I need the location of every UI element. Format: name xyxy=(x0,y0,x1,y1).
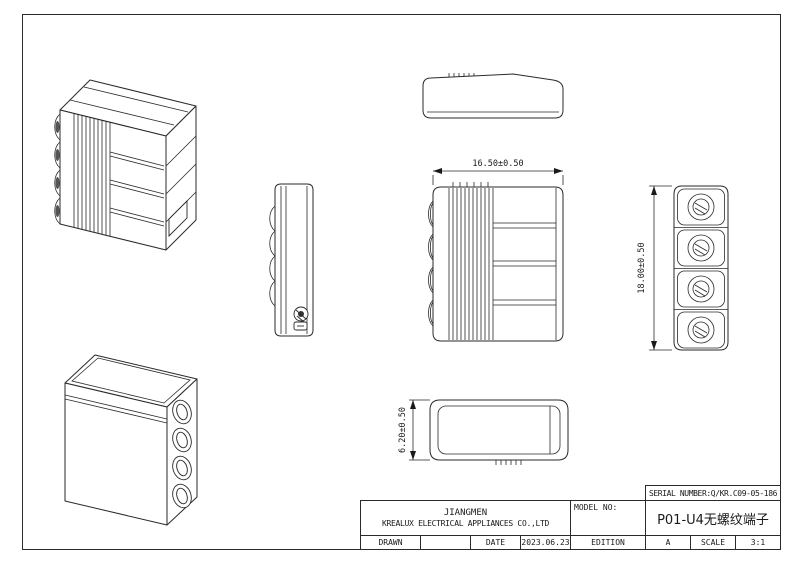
serial-number-text: SERIAL NUMBER:Q/KR.C09-05-186 xyxy=(648,488,778,498)
model-no-label: MODEL NO: xyxy=(574,503,618,512)
model-no-label-cell: MODEL NO: xyxy=(570,500,646,536)
topview-outline xyxy=(422,73,564,119)
frontview-rib-stripes xyxy=(452,188,490,340)
sideview-outline xyxy=(274,183,314,337)
date-label-cell: DATE xyxy=(470,535,521,550)
edition-value-cell: A xyxy=(645,535,691,550)
frontview-band-edges xyxy=(448,188,494,340)
iso2-top-face-inset xyxy=(71,357,191,404)
frontview-section-lines xyxy=(493,222,556,306)
date-value: 2023.06.23 xyxy=(521,538,570,547)
iso-view-front-top xyxy=(54,79,197,251)
right-view: 18.00±0.50 xyxy=(637,185,729,351)
date-value-cell: 2023.06.23 xyxy=(520,535,571,550)
iso2-wire-holes xyxy=(172,399,192,509)
scale-label: SCALE xyxy=(700,538,726,547)
bottomview-dimension xyxy=(409,399,430,461)
scale-value: 3:1 xyxy=(750,538,766,547)
bottomview-inner xyxy=(437,405,561,455)
title-block: SERIAL NUMBER:Q/KR.C09-05-186 JIANGMEN K… xyxy=(360,485,781,550)
dim-bottom-depth: 6.20±0.50 xyxy=(398,407,408,453)
bottomview-ticks xyxy=(495,460,522,465)
frontview-scallops xyxy=(428,200,434,327)
iso-view-back-bottom xyxy=(64,354,198,526)
frontview-rib-ticks xyxy=(452,182,489,187)
sideview-inner-lines xyxy=(280,186,308,334)
iso1-top-face-seams xyxy=(69,86,189,126)
frontview-outline xyxy=(432,186,564,342)
side-view xyxy=(269,183,314,337)
drawn-label: DRAWN xyxy=(378,538,403,547)
rightview-separators xyxy=(674,227,728,310)
company-cell: JIANGMEN KREALUX ELECTRICAL APPLIANCES C… xyxy=(360,500,571,536)
scale-value-cell: 3:1 xyxy=(735,535,781,550)
front-view: 16.50±0.50 xyxy=(428,159,564,342)
rightview-wire-holes xyxy=(687,193,715,344)
model-no-value: P01-U4无螺纹端子 xyxy=(657,512,769,528)
top-view xyxy=(422,73,564,119)
model-no-value-cell: P01-U4无螺纹端子 xyxy=(645,500,781,536)
iso2-front-face xyxy=(64,382,168,526)
company-name: KREALUX ELECTRICAL APPLIANCES CO.,LTD xyxy=(381,518,550,528)
iso1-rib-stripes xyxy=(73,113,111,236)
bottomview-outline xyxy=(429,399,569,461)
frontview-dimension xyxy=(432,168,564,185)
dim-front-width: 16.50±0.50 xyxy=(472,159,523,169)
sideview-latch-detail xyxy=(293,306,309,331)
iso1-section-lines xyxy=(109,151,165,227)
date-label: DATE xyxy=(485,538,506,547)
iso1-bottom-notch xyxy=(168,199,188,238)
iso1-left-scallops xyxy=(54,113,61,225)
iso2-lid-seams xyxy=(64,394,168,424)
company-city: JIANGMEN xyxy=(443,507,488,518)
drawn-label-cell: DRAWN xyxy=(360,535,421,550)
edition-value: A xyxy=(665,538,671,547)
dim-side-height: 18.00±0.50 xyxy=(637,242,647,293)
bottom-view: 6.20±0.50 xyxy=(398,399,569,465)
rightview-dimension xyxy=(649,185,672,351)
rightview-outline xyxy=(673,185,729,351)
topview-rib-ticks xyxy=(448,73,475,77)
edition-label-cell: EDITION xyxy=(570,535,646,550)
serial-number-cell: SERIAL NUMBER:Q/KR.C09-05-186 xyxy=(645,485,781,501)
sideview-scallops xyxy=(269,205,276,307)
iso1-scallop-shadows xyxy=(55,121,60,217)
rightview-pockets xyxy=(677,188,725,349)
drawn-value-cell xyxy=(420,535,471,550)
scale-label-cell: SCALE xyxy=(690,535,736,550)
edition-label: EDITION xyxy=(591,538,625,547)
